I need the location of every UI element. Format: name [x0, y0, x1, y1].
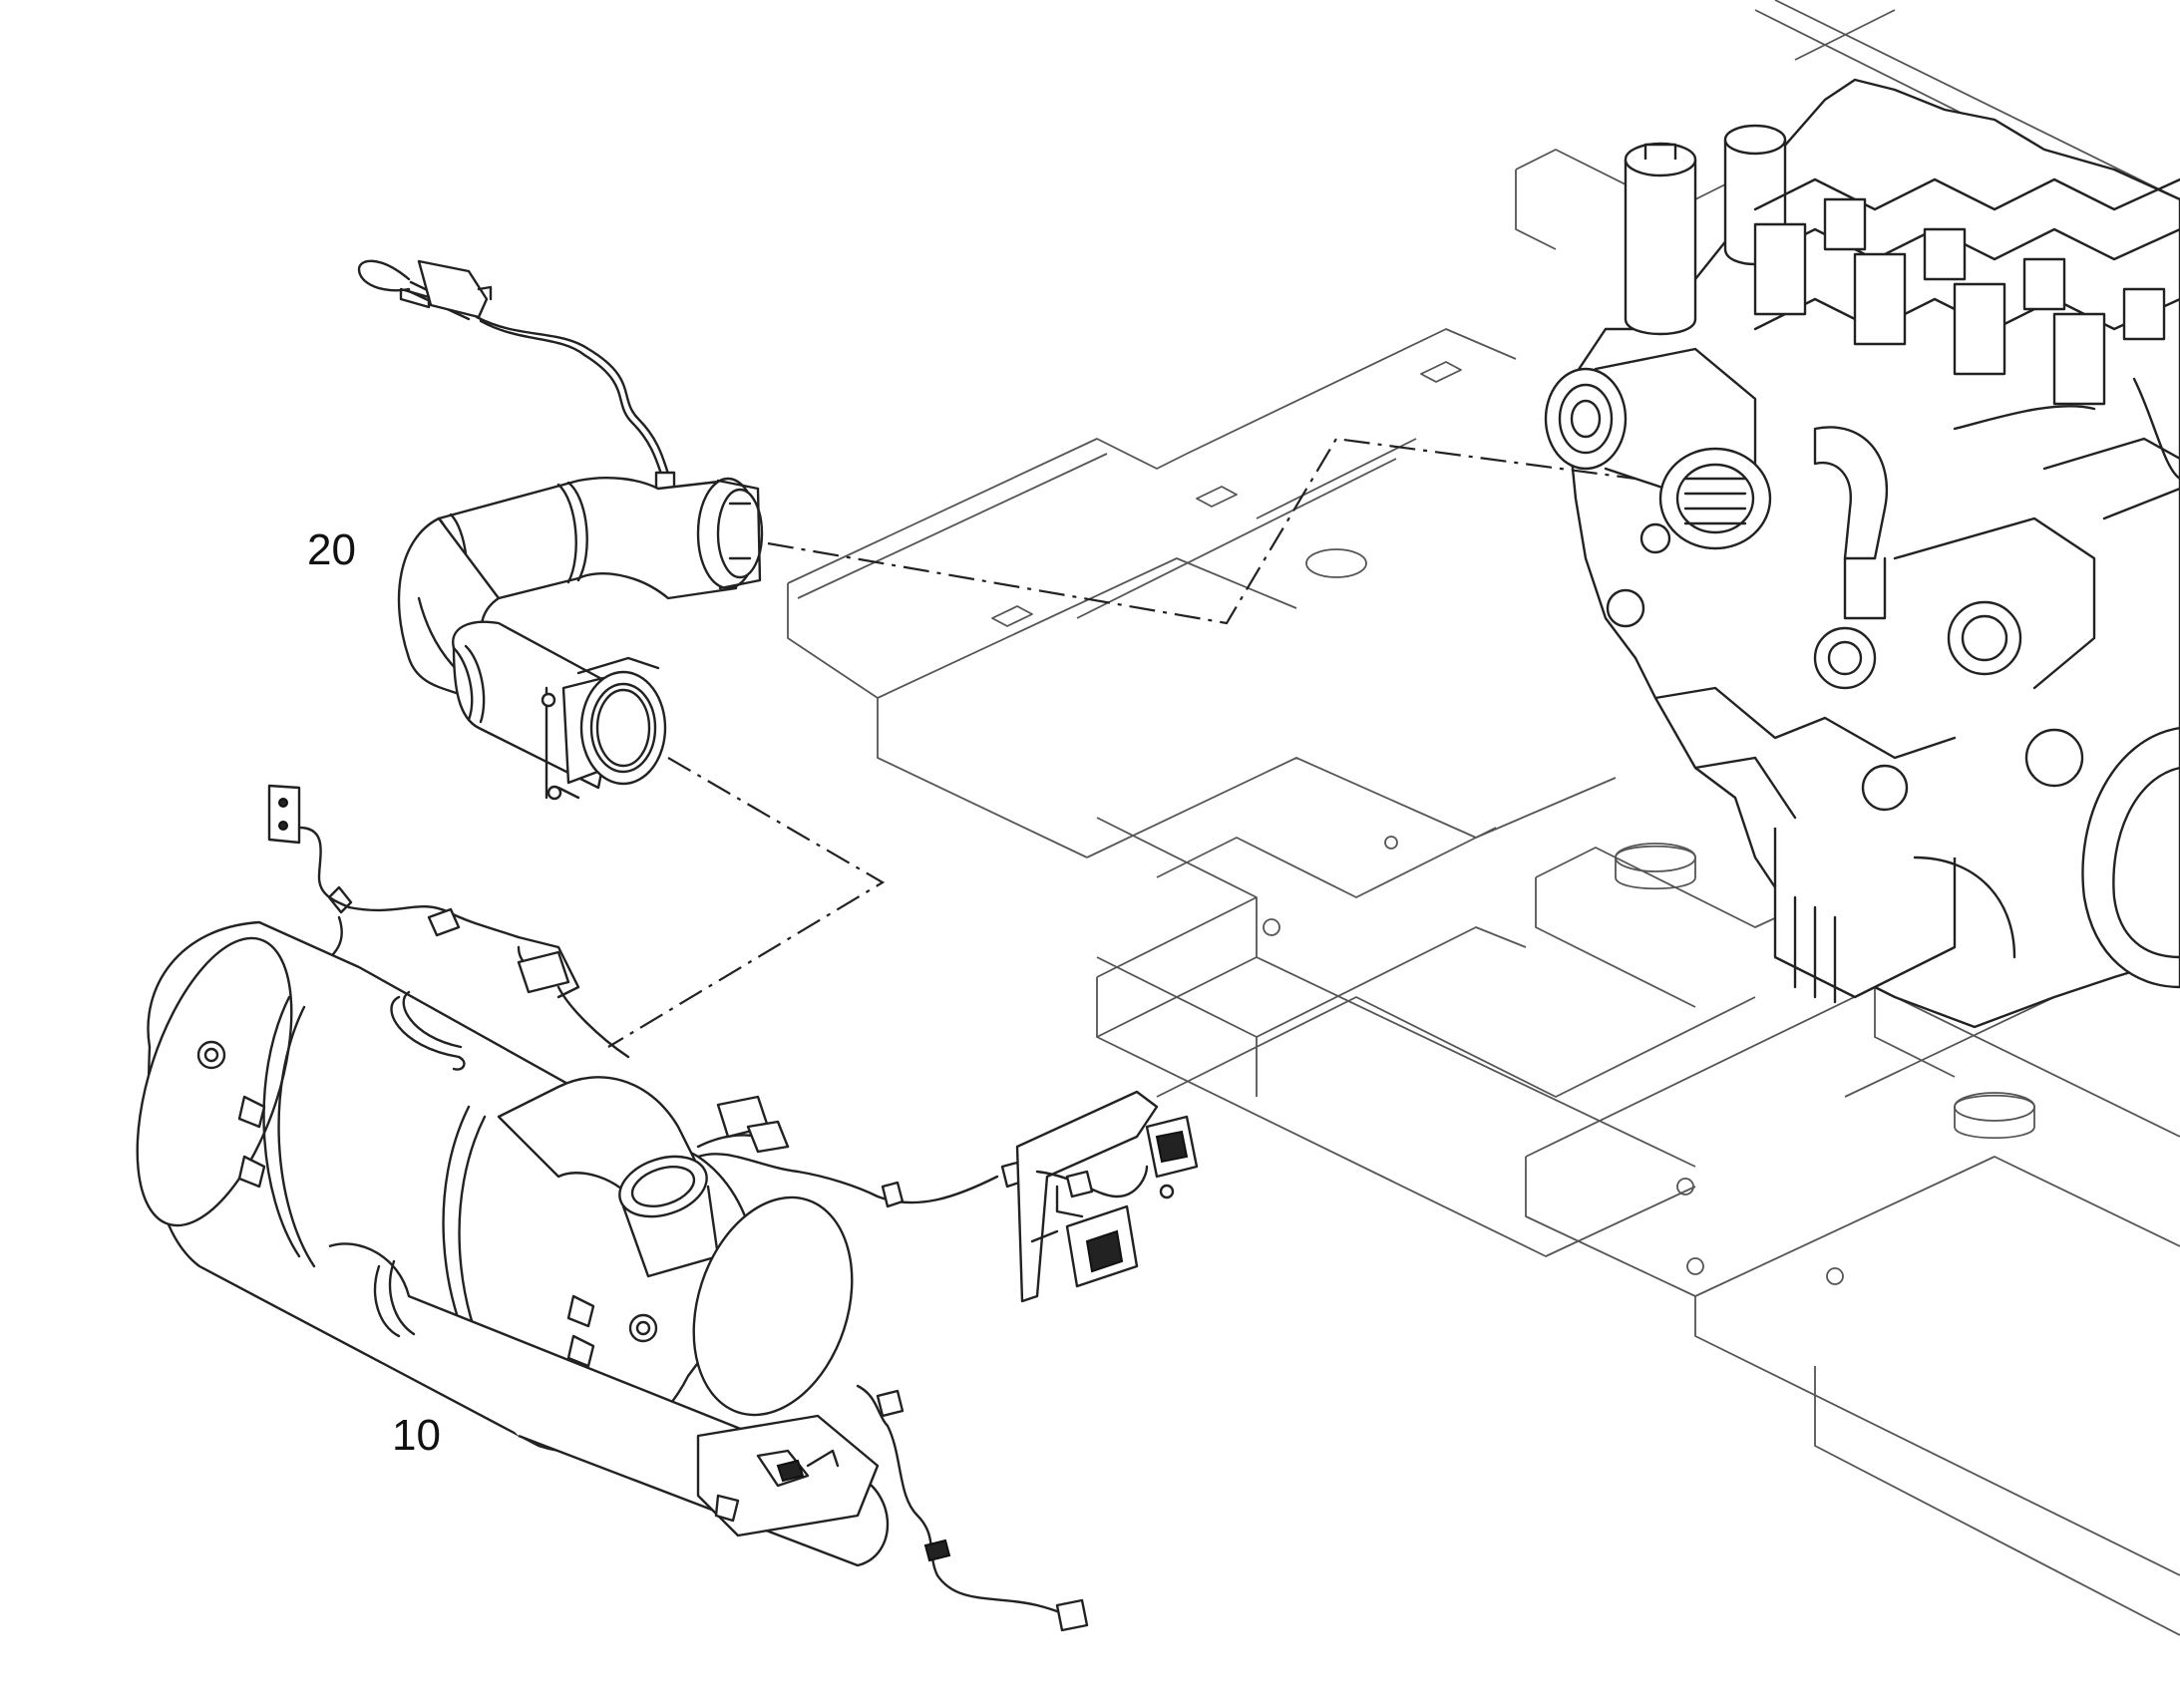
callout-label-20: 20: [307, 525, 356, 574]
leader-lines: [607, 437, 1636, 1048]
exhaust-pipe-20: [357, 259, 764, 801]
callout-label-10: 10: [392, 1411, 441, 1460]
engine-block: [1544, 78, 2180, 1029]
aftertreatment-assembly-10: [136, 784, 1199, 1632]
